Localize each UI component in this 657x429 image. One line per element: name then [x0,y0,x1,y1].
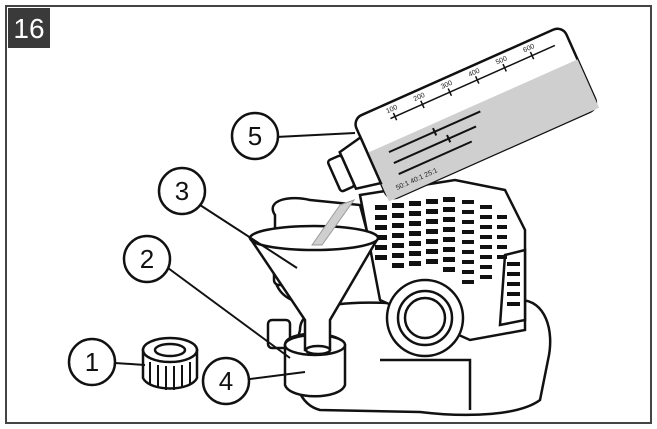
starter-hub-inner [403,296,447,340]
scale-label: 200 [413,92,427,103]
callout-4: 4 [201,356,251,406]
side-panel [498,248,527,327]
callout-label: 1 [85,347,99,377]
vent-column-6 [462,200,474,284]
leader-line-1 [114,362,146,366]
callout-label: 3 [175,176,189,206]
fuel-cap-center [153,342,187,358]
scale-label: 300 [440,80,454,91]
funnel [247,224,381,356]
callout-label: 4 [219,366,233,396]
figure-number: 16 [13,13,44,44]
side-panel-slots [507,262,520,306]
leader-line-5 [275,132,356,138]
leader-line-3 [199,204,298,269]
callout-2: 2 [122,234,172,284]
leader-line-4 [241,371,306,381]
leader-line-2 [167,267,291,359]
bottle-neck [338,135,383,191]
callout-label: 5 [248,121,262,151]
vent-column-3 [409,201,421,266]
callout-circle [201,356,251,406]
ratio-lines [388,110,481,175]
bottle-liquid [367,59,600,202]
cooling-vents [375,197,520,306]
callout-label: 2 [140,244,154,274]
vent-column-2 [392,203,404,268]
scale-line [390,44,556,120]
callout-circle [230,111,280,161]
callout-circle [67,337,117,387]
fuel-line-fitting [266,318,292,350]
callout-1: 1 [67,337,117,387]
scale-labels: 100 200 300 400 500 600 [385,43,536,115]
vent-column-1 [375,205,387,260]
vent-column-5 [443,197,455,272]
fuel-cap-grip [149,362,191,390]
scale-label: 100 [385,104,399,115]
scale-label: 600 [522,43,536,54]
mixing-bottle: 100 200 300 400 500 600 50:1 40:1 25:1 [326,27,600,202]
bottle-spout [326,154,356,193]
figure-number-badge [8,8,50,48]
fuel-stream [311,198,356,246]
leader-lines [114,132,356,381]
callout-circle [157,166,207,216]
fuel-cap [141,336,199,390]
scale-label: 400 [467,67,481,78]
vent-column-4 [426,199,438,264]
funnel-mouth [248,224,380,252]
scale-ticks [392,51,535,121]
callout-circle [122,234,172,284]
callout-5: 5 [230,111,280,161]
funnel-spout [304,344,332,356]
tank-base-recess [380,358,472,410]
vent-column-7 [480,205,492,279]
vent-column-8 [497,215,507,259]
scale-label: 500 [495,55,509,66]
callout-3: 3 [157,166,207,216]
